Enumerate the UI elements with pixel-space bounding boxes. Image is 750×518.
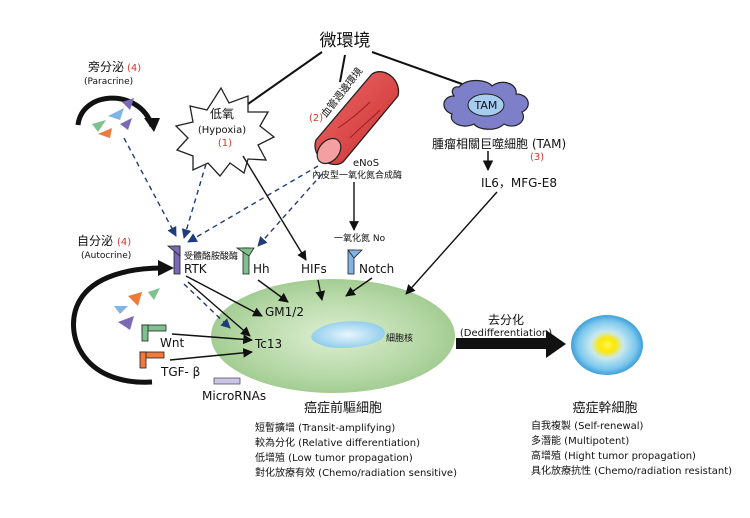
enos-label: eNoS <box>353 158 379 169</box>
tam-badge: TAM <box>474 99 498 112</box>
hh-label: Hh <box>253 262 270 276</box>
paracrine-en: (Paracrine) <box>84 77 133 87</box>
progenitor-trait-2: 較為分化 (Relative differentiation) <box>255 436 420 449</box>
tam-desc: 腫瘤相關巨噬細胞 (TAM) <box>432 136 566 151</box>
progenitor-trait-4: 對化放療有效 (Chemo/radiation sensitive) <box>255 466 457 479</box>
vessel-to-rtk-arrow <box>187 165 319 243</box>
paracrine-to-rtk-arrow <box>123 137 177 237</box>
notch-to-cell-arrow <box>345 277 373 297</box>
paracrine-arrowhead <box>144 118 160 132</box>
tam-nucleus <box>467 93 505 117</box>
stem-trait-1: 自我複製 (Self-renewal) <box>531 419 644 432</box>
rtk-desc: 受體酪胺酸酶 <box>184 250 238 262</box>
wnt-receptor-icon <box>141 324 167 342</box>
hypoxia-en: (Hypoxia) <box>198 125 246 136</box>
tam-num: (3) <box>530 152 544 163</box>
stem-trait-2: 多潛能 (Multipotent) <box>531 434 629 447</box>
stem-trait-3: 高增殖 (Hight tumor propagation) <box>531 449 696 462</box>
hypoxia-to-hifs-arrow <box>242 155 307 261</box>
rtk-to-tc-arrow <box>187 281 251 337</box>
dediff-arrowhead <box>546 330 566 358</box>
vessel-to-hh-arrow <box>257 173 323 247</box>
autocrine-num: (4) <box>117 237 131 248</box>
autocrine-curve-arrow <box>71 265 163 385</box>
nucleus-label: 細胞核 <box>386 332 413 344</box>
microrna-label: MicroRNAs <box>202 389 266 403</box>
rtk-receptor-icon <box>166 245 181 275</box>
hypoxia-burst-icon <box>174 86 276 178</box>
rtk-to-gm-arrow <box>185 275 263 317</box>
autocrine-title: 自分泌 <box>77 234 113 248</box>
paracrine-title: 旁分泌 <box>88 59 124 74</box>
stem-trait-4: 具化放療抗性 (Chemo/radiation resistant) <box>531 464 732 477</box>
tgf-receptor-icon <box>139 351 165 369</box>
blood-vessel-icon <box>314 71 400 166</box>
paracrine-label: 旁分泌 (4) (Paracrine) <box>84 59 141 87</box>
hypoxia-title: 低氧 <box>210 107 234 121</box>
paracrine-num: (4) <box>127 63 141 74</box>
title-line-tam <box>371 51 463 85</box>
hifs-to-cell-arrow <box>315 279 326 301</box>
title-line-vessel <box>339 54 346 83</box>
hh-to-gm-arrow <box>257 279 289 303</box>
title-line-hypoxia <box>247 51 323 105</box>
hypoxia-to-rtk-arrow <box>181 163 207 239</box>
wnt-label: Wnt <box>160 336 184 350</box>
gm-label: GM1/2 <box>265 305 304 319</box>
tgf-label: TGF- β <box>160 365 200 379</box>
dediff-en: (Dedifferentiation) <box>460 328 552 339</box>
factors-to-cell-arrow <box>405 191 498 295</box>
no-label: 一氧化氮 No <box>334 232 386 244</box>
tgf-to-tc-arrow <box>169 347 253 361</box>
hypoxia-num: (1) <box>218 138 232 149</box>
rtk-label: RTK <box>184 262 208 276</box>
notch-label: Notch <box>359 262 394 276</box>
dediff-arrow-shaft <box>456 338 548 349</box>
paracrine-ligands-icon <box>92 98 134 138</box>
progenitor-trait-1: 短暫擴增 (Transit-amplifying) <box>255 421 395 434</box>
vessel-num: (2) <box>309 113 323 124</box>
tc-label: Tc13 <box>254 337 282 351</box>
enos-desc: 內皮型一氧化氮合成酶 <box>312 169 402 181</box>
wnt-to-tc-arrow <box>171 333 253 345</box>
rtk-dashed-arrow <box>183 283 231 329</box>
stem-title: 癌症幹細胞 <box>572 400 637 416</box>
hifs-label: HIFs <box>301 262 327 276</box>
hh-receptor-icon <box>235 247 255 275</box>
dediff-title: 去分化 <box>488 313 524 327</box>
paracrine-curve-arrow <box>75 95 155 127</box>
autocrine-ligands-icon <box>114 288 160 330</box>
progenitor-trait-3: 低增殖 (Low tumor propagation) <box>255 451 413 464</box>
microrna-icon <box>213 377 241 385</box>
tam-factors: IL6，MFG-E8 <box>481 176 557 190</box>
progenitor-title: 癌症前驅細胞 <box>304 400 382 416</box>
autocrine-en: (Autocrine) <box>81 251 131 261</box>
notch-receptor-icon <box>347 249 363 275</box>
nucleus-shape <box>311 321 385 349</box>
autocrine-arrowhead <box>158 260 174 276</box>
stem-cell-icon <box>571 315 643 375</box>
microenvironment-title: 微環境 <box>320 31 371 51</box>
